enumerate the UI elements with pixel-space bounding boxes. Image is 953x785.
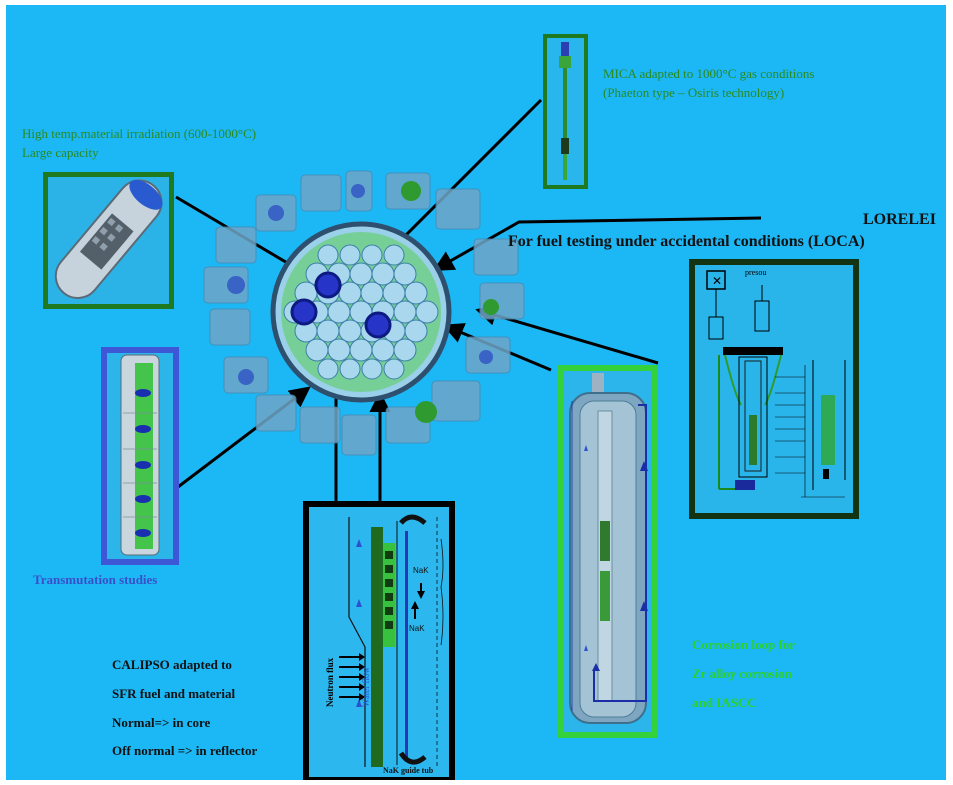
svg-text:✕: ✕ xyxy=(712,274,722,288)
high-temp-device-panel xyxy=(43,172,174,309)
transmutation-device-image xyxy=(120,354,160,556)
calipso-label-line2: SFR fuel and material xyxy=(112,686,236,701)
lorelei-subtitle: For fuel testing under accidental condit… xyxy=(508,233,865,250)
calipso-neutron-flux: Neutron flux xyxy=(325,657,335,707)
in-core-devices xyxy=(290,271,392,339)
mica-label-line1: MICA adapted to 1000°C gas conditions xyxy=(603,66,815,81)
arrow-lorelei xyxy=(432,216,762,271)
reflector-devices xyxy=(227,181,499,423)
calipso-nak-top: NaK xyxy=(413,566,429,575)
arrow-corrosion-1 xyxy=(475,305,659,365)
lorelei-schematic: ✕ presou xyxy=(706,268,846,498)
high-temp-device-image xyxy=(54,179,163,300)
calipso-label-line4: Off normal => in reflector xyxy=(112,743,258,758)
transmutation-device-panel xyxy=(101,347,179,565)
high-temp-label-line1: High temp.material irradiation (600-1000… xyxy=(22,126,257,141)
calipso-label-line1: CALIPSO adapted to xyxy=(112,657,232,672)
calipso-schematic: NaK NaK NaK guide tub Neutron flux Water… xyxy=(325,514,444,775)
corrosion-device-panel xyxy=(558,365,658,738)
lorelei-title: LORELEI xyxy=(863,211,936,228)
mica-device-panel xyxy=(543,34,588,189)
calipso-nak-mid: NaK xyxy=(409,624,425,633)
lorelei-device-panel: ✕ presou xyxy=(689,259,859,519)
corrosion-loop-image xyxy=(569,373,648,724)
reactor-core xyxy=(203,170,525,456)
reflector-elements xyxy=(203,170,525,456)
calipso-device-panel: NaK NaK NaK guide tub Neutron flux Water… xyxy=(303,501,455,780)
high-temp-label-line2: Large capacity xyxy=(22,145,99,160)
diagram-canvas: MICA adapted to 1000°C gas conditions (P… xyxy=(6,5,946,780)
transmutation-label: Transmutation studies xyxy=(33,572,158,587)
corrosion-label-line1: Corrosion loop for xyxy=(692,637,796,652)
calipso-label-line3: Normal=> in core xyxy=(112,715,211,730)
calipso-water-flow: Water flow xyxy=(361,666,371,707)
corrosion-label-line3: and IASCC xyxy=(692,695,757,710)
corrosion-label-line2: Zr alloy corrosion xyxy=(692,666,792,681)
lorelei-small-label: presou xyxy=(745,268,766,277)
mica-device-image xyxy=(559,42,571,180)
mica-label-line2: (Phaeton type – Osiris technology) xyxy=(603,85,785,100)
calipso-nak-guide: NaK guide tub xyxy=(383,766,434,775)
